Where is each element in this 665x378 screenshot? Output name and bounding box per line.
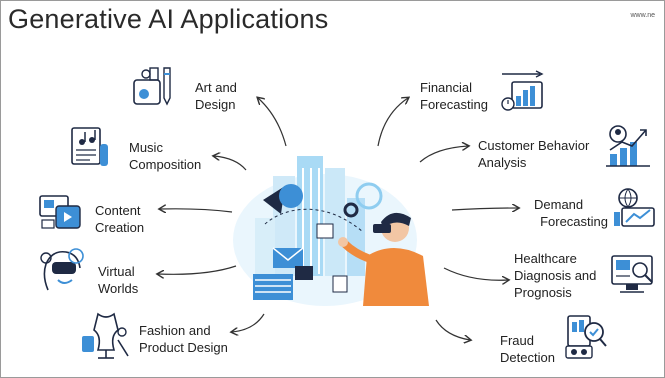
arrow-art-design — [258, 98, 287, 147]
music-line1: Music — [129, 140, 163, 155]
person-torso — [363, 248, 429, 306]
watermark: www.ne — [630, 12, 655, 19]
art-design-line1: Art and — [195, 80, 237, 95]
arrow-content — [160, 209, 233, 212]
music-label: Music Composition — [129, 139, 201, 173]
fraud-line1: Fraud — [500, 333, 534, 348]
customer-growth-icon — [606, 125, 650, 167]
arrow-customer — [419, 146, 468, 163]
fashion-label: Fashion and Product Design — [139, 322, 228, 356]
central-illustration — [233, 156, 429, 306]
content-line2: Creation — [95, 220, 145, 235]
healthcare-line3: Prognosis — [514, 285, 572, 300]
stack-base — [253, 274, 293, 300]
demand-label: Demand Forecasting — [520, 196, 608, 230]
building-4 — [255, 218, 275, 276]
arrow-virtual — [158, 265, 237, 274]
virtual-label: Virtual Worlds — [98, 263, 138, 297]
customer-line2: Analysis — [478, 155, 527, 170]
gear-light — [355, 182, 383, 210]
arrow-healthcare — [443, 267, 508, 280]
art-palette-icon — [133, 67, 171, 106]
financial-line1: Financial — [420, 80, 473, 95]
arrow-fraud — [435, 319, 470, 340]
content-screens-icon — [39, 195, 81, 229]
arrow-demand — [451, 208, 518, 210]
content-line1: Content — [95, 203, 141, 218]
art-design-label: Art and Design — [195, 79, 237, 113]
finance-chart-icon — [501, 70, 544, 111]
financial-line2: Forecasting — [420, 97, 488, 112]
fashion-line1: Fashion and — [139, 323, 211, 338]
mannequin-icon — [82, 312, 129, 359]
fraud-search-icon — [565, 315, 607, 359]
fashion-line2: Product Design — [139, 340, 228, 355]
vr-goggles — [373, 224, 391, 233]
art-design-line2: Design — [195, 97, 236, 112]
arrow-music — [214, 156, 247, 171]
building-3 — [325, 168, 345, 276]
content-label: Content Creation — [95, 202, 144, 236]
gear-shape — [343, 202, 359, 218]
fraud-label: Fraud Detection — [500, 332, 555, 366]
financial-label: Financial Forecasting — [400, 79, 496, 113]
arrow-financial — [377, 98, 408, 147]
virtual-line2: Worlds — [98, 281, 139, 296]
virtual-line1: Virtual — [98, 264, 135, 279]
healthcare-line1: Healthcare — [514, 251, 577, 266]
demand-line2: Forecasting — [540, 214, 608, 229]
blue-circle — [279, 184, 303, 208]
music-line2: Composition — [129, 157, 202, 172]
health-monitor-icon — [611, 255, 653, 293]
music-sheet-icon — [71, 127, 108, 166]
arrow-fashion — [232, 313, 265, 332]
vr-headset-icon — [40, 248, 84, 291]
fraud-line2: Detection — [500, 350, 555, 365]
mail-card — [273, 248, 303, 268]
healthcare-line2: Diagnosis and — [514, 268, 597, 283]
demand-globe-icon — [614, 188, 655, 227]
healthcare-label: Healthcare Diagnosis and Prognosis — [514, 250, 596, 301]
customer-label: Customer Behavior Analysis — [478, 137, 589, 171]
page-title: Generative AI Applications — [8, 4, 329, 34]
customer-line1: Customer Behavior — [478, 138, 590, 153]
demand-line1: Demand — [534, 197, 584, 212]
